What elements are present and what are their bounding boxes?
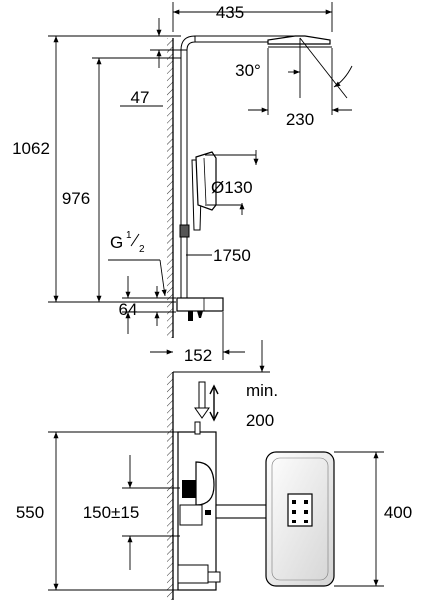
- dim-435: 435: [216, 3, 244, 22]
- dim-230: 230: [286, 110, 314, 129]
- dimension-lines-bottom: [48, 431, 384, 591]
- thread-prefix: G: [110, 233, 123, 252]
- front-panel-inner: [271, 457, 329, 581]
- dim-1062: 1062: [12, 139, 50, 158]
- arm-bracket: [179, 504, 203, 526]
- side-knob-base: [182, 480, 196, 498]
- dim-976: 976: [62, 189, 90, 208]
- clearance-min: min.: [246, 381, 278, 400]
- dim-47: 47: [131, 88, 150, 107]
- dim-400: 400: [384, 503, 412, 522]
- wall-hatch-top: [167, 38, 173, 338]
- head-shower: [267, 35, 331, 45]
- dim-diameter: Ø130: [211, 178, 253, 197]
- lower-fitting: [177, 564, 209, 584]
- dim-64: 64: [119, 300, 138, 319]
- lower-fitting-knob: [207, 571, 221, 583]
- spout: [197, 311, 203, 318]
- dim-angle: 30°: [235, 61, 261, 80]
- labels: 435 47 30° 230 1062 976 Ø130 1750 G 1 2 …: [12, 3, 412, 522]
- front-elevation: [48, 371, 384, 600]
- dimension-lines: [48, 2, 353, 372]
- thermostat-knob: [188, 311, 193, 321]
- dim-550: 550: [16, 503, 44, 522]
- dim-150: 150±15: [83, 503, 140, 522]
- thread-denominator: 2: [139, 244, 145, 255]
- dim-152: 152: [184, 346, 212, 365]
- center-bracket: [287, 493, 313, 527]
- bracket-holes: [292, 500, 308, 523]
- side-knob: [195, 461, 215, 506]
- dim-1750: 1750: [213, 246, 251, 265]
- clearance-arrows-icon: [194, 381, 219, 422]
- handshower-holder: [179, 224, 190, 238]
- clearance-200: 200: [246, 411, 274, 430]
- pipe-elbow: [180, 35, 196, 51]
- arm-notch: [205, 510, 211, 515]
- thread-label: G 1 2: [110, 230, 145, 255]
- wall-hatch-bottom: [167, 372, 173, 600]
- side-elevation: [48, 2, 353, 372]
- box-slot: [194, 421, 201, 435]
- riser-pipe: [180, 49, 188, 301]
- thread-numerator: 1: [126, 230, 132, 241]
- thermostat-bar: [176, 297, 224, 312]
